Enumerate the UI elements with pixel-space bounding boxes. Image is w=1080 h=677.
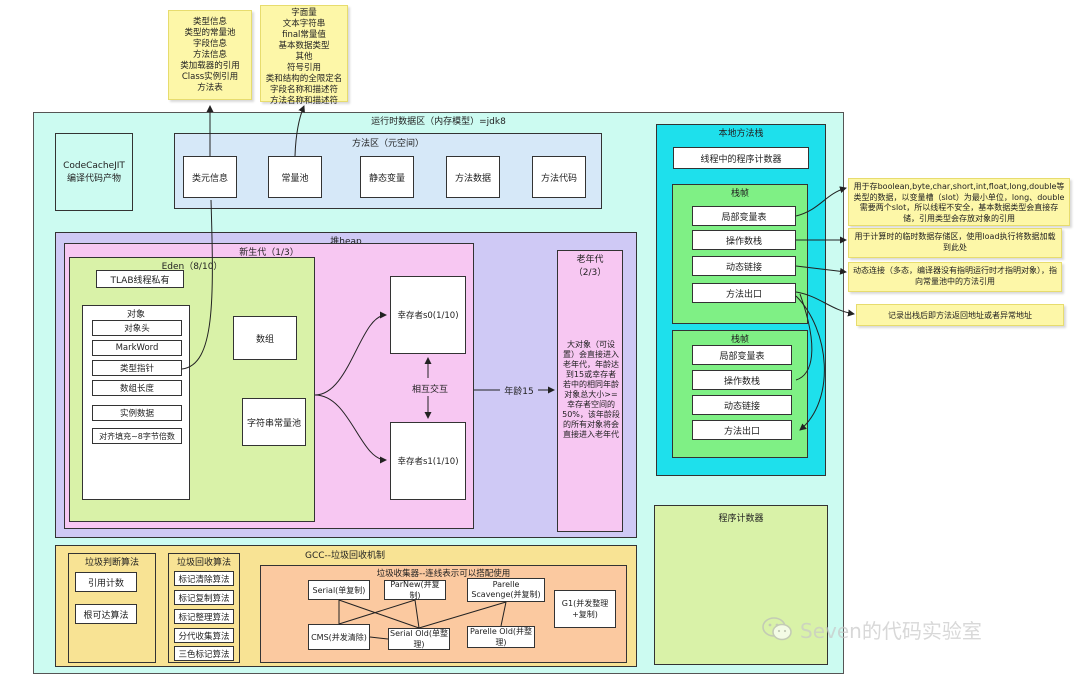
survivor-s1: 幸存者s1(1/10) [390,422,466,500]
dynamic-link-note: 动态连接（多态，编译器没有指明运行时才指明对象），指向常量池中的方法引用 [848,262,1062,292]
frame2-local-vars: 局部变量表 [692,345,792,365]
frame1-operand-stack: 操作数栈 [692,230,796,250]
old-generation-text: 大对象（可设置）会直接进入老年代，年龄达到15或幸存者若中的相同年龄对象总大小>… [562,340,620,439]
tlab: TLAB线程私有 [96,270,184,288]
collector-parnew: ParNew(并复制) [384,580,446,600]
collector-cms: CMS(并发清除) [308,624,370,650]
method-code: 方法代码 [532,156,586,198]
collector-serial: Serial(单复制) [308,580,370,600]
program-counter-title: 程序计数器 [718,514,764,524]
object-structure [82,305,190,500]
mark-word: MarkWord [92,340,182,356]
local-vars-note: 用于存boolean,byte,char,short,int,float,lon… [848,178,1070,226]
frame1-local-vars: 局部变量表 [692,206,796,226]
collector-parallel-scavenge: Parelle Scavenge(并复制) [467,578,545,602]
native-stack-title: 本地方法栈 [718,129,764,139]
method-data: 方法数据 [446,156,500,198]
watermark: Seven的代码实验室 [762,612,1052,646]
tri-color-marking: 三色标记算法 [174,646,234,661]
heap-title: 堆heap [330,237,362,247]
collector-g1: G1(并发整理 +复制) [554,590,616,628]
mark-sweep: 标记清除算法 [174,571,234,586]
constant-pool-note: 字面量 文本字符串 final常量值 基本数据类型 其他 符号引用 类和结构的全… [260,5,348,106]
stack-frame-2-title: 栈帧 [730,335,749,345]
wechat-icon [762,617,792,641]
young-generation-title: 新生代（1/3） [239,248,299,258]
frame1-dynamic-link: 动态链接 [692,256,796,276]
age-label: 年龄15 [500,384,538,397]
gc-algo-title: 垃圾回收算法 [176,558,231,568]
collector-parallel-old: Parelle Old(并整理) [467,626,535,648]
program-counter [654,505,828,665]
thread-pc: 线程中的程序计数器 [673,147,809,169]
frame1-return-address: 方法出口 [692,283,796,303]
gc-title: GCC--垃圾回收机制 [304,551,386,561]
instance-data: 实例数据 [92,405,182,421]
array-length: 数组长度 [92,380,182,396]
frame2-dynamic-link: 动态链接 [692,395,792,415]
return-address-note: 记录出栈后即方法返回地址或者异常地址 [856,304,1064,326]
array-box: 数组 [233,316,297,360]
gc-judge-title: 垃圾判断算法 [84,558,139,568]
swap-label: 相互交互 [408,382,452,395]
runtime-title: 运行时数据区（内存模型）=jdk8 [371,117,506,127]
class-metadata: 类元信息 [183,156,237,198]
class-info-note: 类型信息 类型的常量池 字段信息 方法信息 类加载器的引用 Class实例引用 … [168,10,252,100]
generational-collection: 分代收集算法 [174,628,234,643]
frame2-return-address: 方法出口 [692,420,792,440]
code-cache: CodeCacheJIT编译代码产物 [55,133,133,211]
mark-copy: 标记复制算法 [174,590,234,605]
frame2-operand-stack: 操作数栈 [692,370,792,390]
operand-stack-note: 用于计算时的临时数据存储区，使用load执行将数据加载到此处 [848,228,1062,258]
object-header: 对象头 [92,320,182,336]
collector-serial-old: Serial Old(单整理) [388,628,450,650]
stack-frame-1-title: 栈帧 [730,189,749,199]
old-generation-title: 老年代 （2/3） [573,255,607,278]
method-area-title: 方法区（元空间） [351,139,424,149]
alignment-padding: 对齐填充~8字节倍数 [92,428,182,444]
old-generation [557,250,623,532]
stack-frame-1 [672,184,808,324]
static-variables: 静态变量 [360,156,414,198]
type-pointer: 类型指针 [92,360,182,376]
string-constant-pool: 字符串常量池 [242,398,306,446]
reference-counting: 引用计数 [75,572,137,592]
object-title: 对象 [126,310,145,320]
root-reachability: 根可达算法 [75,604,137,624]
watermark-text: Seven的代码实验室 [800,618,982,643]
survivor-s0: 幸存者s0(1/10) [390,276,466,354]
mark-compact: 标记整理算法 [174,609,234,624]
constant-pool: 常量池 [268,156,322,198]
gc-collectors-title: 垃圾收集器--连线表示可以搭配使用 [376,569,511,579]
